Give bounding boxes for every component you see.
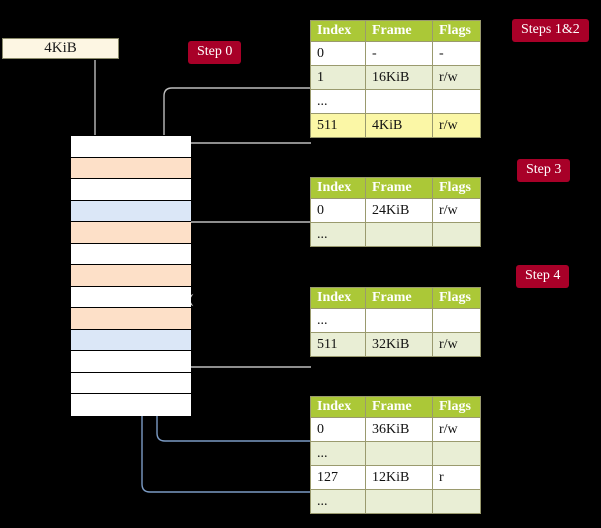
table-cell: 127 xyxy=(310,465,366,490)
table-cell: r/w xyxy=(432,65,481,90)
table-cell: - xyxy=(432,41,481,66)
column-header-index: Index xyxy=(310,287,366,309)
table-cell: 4KiB xyxy=(365,113,433,138)
table-cell: 1 xyxy=(310,65,366,90)
source-frame-label: 4KiB xyxy=(44,40,77,56)
table-cell: - xyxy=(365,41,433,66)
table-cell xyxy=(365,441,433,466)
table-row: ... xyxy=(310,89,481,114)
table-cell: 12KiB xyxy=(365,465,433,490)
column-header-frame: Frame xyxy=(365,20,433,42)
table-row: ... xyxy=(310,308,481,333)
table-row: ... xyxy=(310,489,481,514)
memory-frame-row xyxy=(71,394,191,416)
column-header-frame: Frame xyxy=(365,177,433,199)
memory-frame-row xyxy=(71,179,191,201)
table-cell: r/w xyxy=(432,332,481,357)
table-cell: r/w xyxy=(432,113,481,138)
table-cell: r/w xyxy=(432,198,481,223)
table-cell: ... xyxy=(310,308,366,333)
physical-memory-column xyxy=(70,135,191,416)
badge-step-0-label: Step 0 xyxy=(197,44,233,59)
table-cell xyxy=(432,222,481,247)
column-header-index: Index xyxy=(310,177,366,199)
table-row: ... xyxy=(310,441,481,466)
badge-step-3: Step 3 xyxy=(517,159,571,182)
memory-frame-row xyxy=(71,265,191,287)
memory-frame-row xyxy=(71,136,191,158)
table-cell: ... xyxy=(310,89,366,114)
memory-frame-row xyxy=(71,286,191,309)
source-frame-box: 4KiB xyxy=(2,38,119,59)
column-header-frame: Frame xyxy=(365,396,433,418)
badge-step-4: Step 4 xyxy=(516,265,570,288)
memory-frame-row xyxy=(71,308,191,330)
column-header-index: Index xyxy=(310,396,366,418)
table-row: 0-- xyxy=(310,41,481,66)
badge-step-4-label: Step 4 xyxy=(525,268,561,283)
table-cell: 24KiB xyxy=(365,198,433,223)
badge-steps-1-2-label: Steps 1&2 xyxy=(521,22,580,37)
table-cell: 36KiB xyxy=(365,417,433,442)
memory-frame-row xyxy=(71,222,191,244)
table-cell: ... xyxy=(310,441,366,466)
column-header-frame: Frame xyxy=(365,287,433,309)
table-cell xyxy=(432,489,481,514)
column-header-index: Index xyxy=(310,20,366,42)
table-cell: 0 xyxy=(310,417,366,442)
table-cell: 32KiB xyxy=(365,332,433,357)
column-header-flags: Flags xyxy=(432,177,481,199)
table-cell xyxy=(432,308,481,333)
column-header-flags: Flags xyxy=(432,287,481,309)
memory-frame-row xyxy=(71,372,191,395)
memory-frame-row xyxy=(71,329,191,352)
table-cell xyxy=(432,89,481,114)
table-cell xyxy=(365,489,433,514)
column-header-flags: Flags xyxy=(432,20,481,42)
table-cell xyxy=(432,441,481,466)
badge-step-0: Step 0 xyxy=(188,41,242,64)
badge-steps-1-2: Steps 1&2 xyxy=(512,19,589,42)
memory-frame-row xyxy=(71,200,191,223)
table-cell: 16KiB xyxy=(365,65,433,90)
table-cell: 511 xyxy=(310,332,366,357)
table-row: ... xyxy=(310,222,481,247)
table-cell: 511 xyxy=(310,113,366,138)
table-cell: ... xyxy=(310,489,366,514)
table-cell: 0 xyxy=(310,41,366,66)
table-cell xyxy=(365,308,433,333)
badge-step-3-label: Step 3 xyxy=(526,162,562,177)
memory-frame-row xyxy=(71,243,191,266)
table-cell xyxy=(365,222,433,247)
table-cell: r xyxy=(432,465,481,490)
memory-frame-row xyxy=(71,157,191,180)
table-cell xyxy=(365,89,433,114)
memory-frame-row xyxy=(71,351,191,373)
table-cell: 0 xyxy=(310,198,366,223)
table-cell: ... xyxy=(310,222,366,247)
table-cell: r/w xyxy=(432,417,481,442)
column-header-flags: Flags xyxy=(432,396,481,418)
